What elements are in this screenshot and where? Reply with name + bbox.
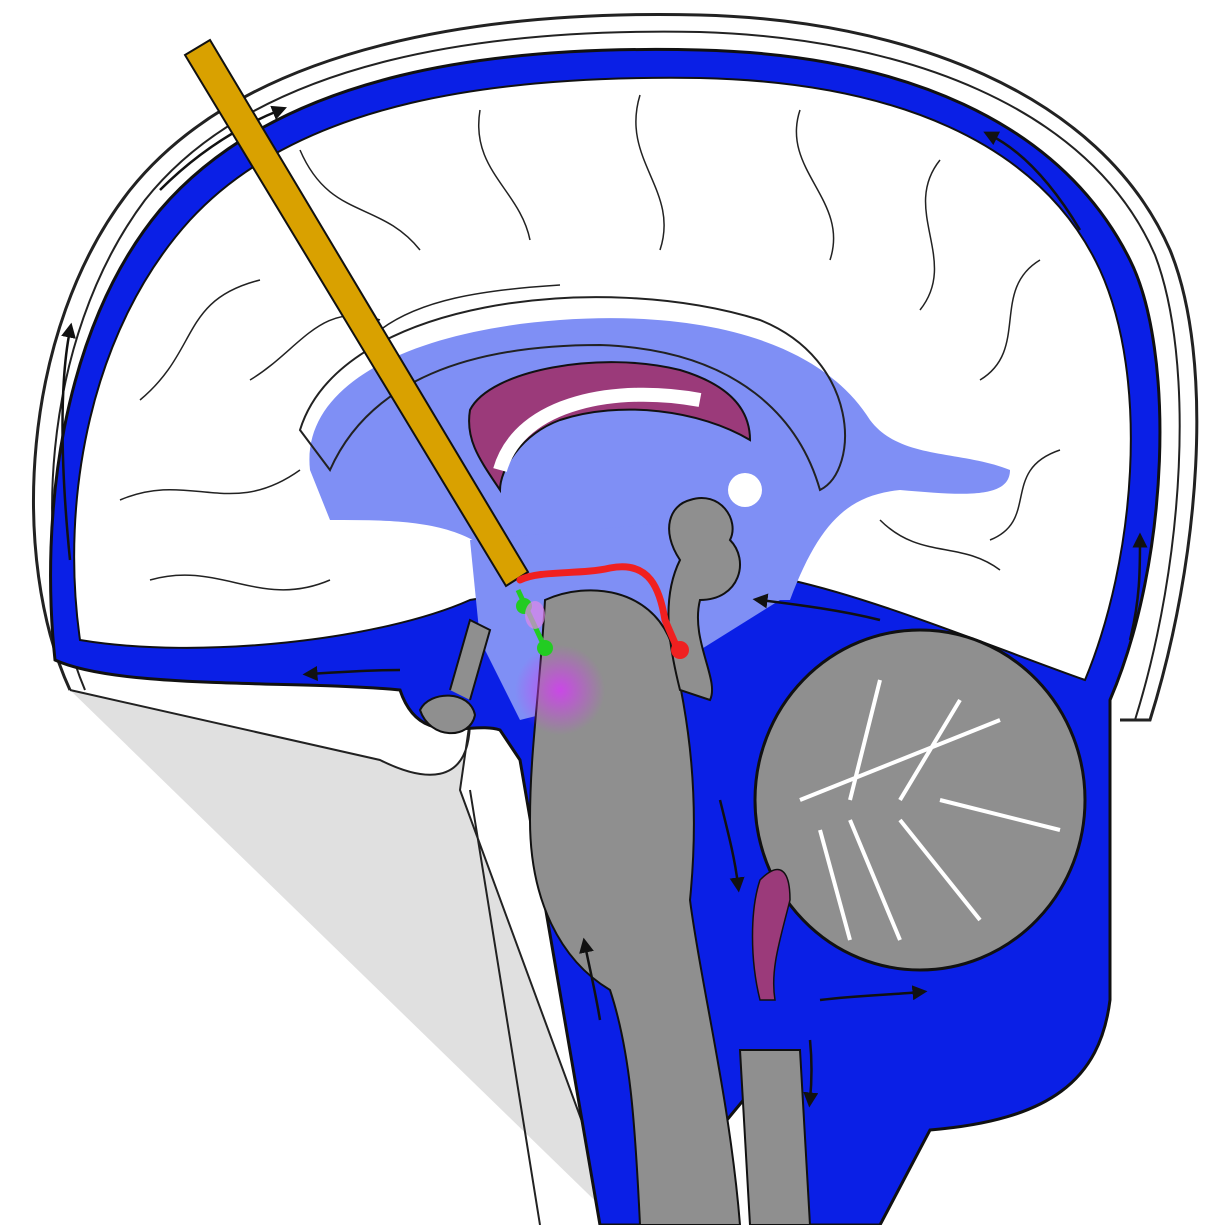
skull-outline xyxy=(51,30,1181,721)
green-marker-bottom xyxy=(537,640,553,656)
purple-glow xyxy=(515,645,605,735)
red-marker xyxy=(671,641,689,659)
csf-flow-arrows xyxy=(61,105,1148,1108)
endoscope xyxy=(183,38,530,588)
red-trajectory xyxy=(516,563,682,654)
white-marker xyxy=(728,473,762,507)
scalp-outline xyxy=(32,13,1199,722)
fornix xyxy=(493,387,702,473)
arbor-vitae xyxy=(799,679,1061,941)
corpus-callosum xyxy=(298,296,846,492)
pink-highlight xyxy=(525,601,545,629)
spinal-cord xyxy=(738,1049,812,1225)
gyri-lines xyxy=(119,94,1061,591)
pituitary xyxy=(418,618,492,735)
cerebellum xyxy=(753,628,1087,972)
fourth-ventricle-choroid xyxy=(751,868,791,1001)
